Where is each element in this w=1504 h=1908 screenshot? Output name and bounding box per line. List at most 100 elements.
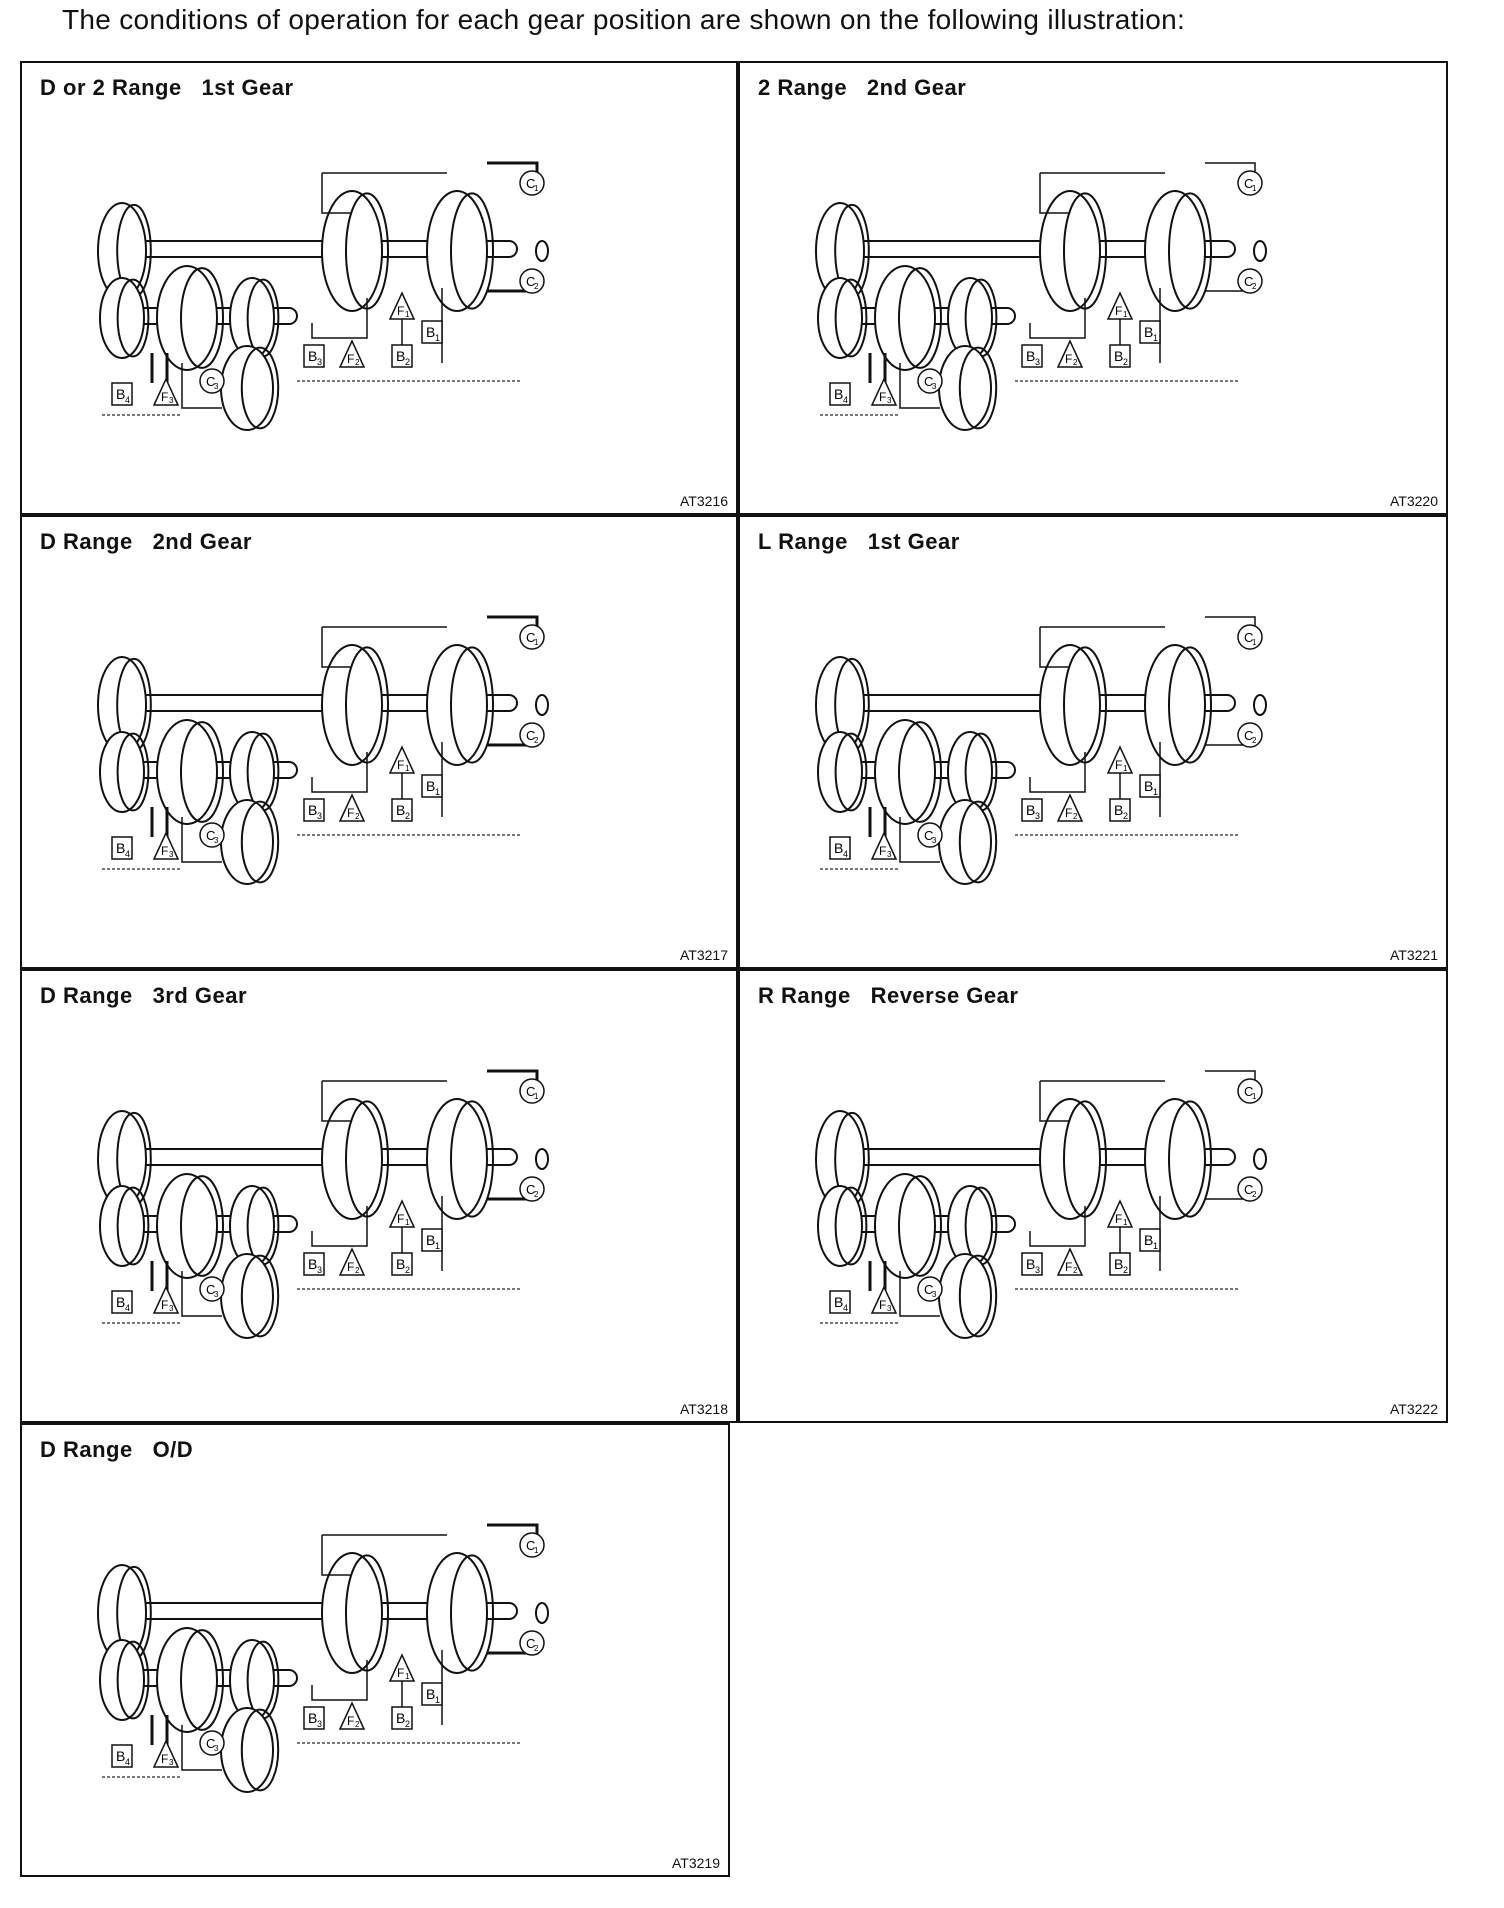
svg-text:B: B: [116, 840, 125, 856]
svg-text:C: C: [526, 1182, 535, 1197]
svg-text:4: 4: [125, 1757, 130, 1767]
overdrive-gear-right: [1144, 644, 1212, 766]
svg-text:1: 1: [435, 333, 440, 343]
svg-text:1: 1: [1153, 1241, 1158, 1251]
figure-code: AT3217: [680, 947, 728, 963]
svg-text:1: 1: [405, 1672, 410, 1681]
planetary-gear-front: [874, 1173, 942, 1279]
clutch-c1-label: C1: [519, 1532, 545, 1558]
svg-text:4: 4: [125, 849, 130, 859]
svg-text:C: C: [206, 1282, 215, 1297]
svg-text:3: 3: [887, 396, 892, 405]
gear-bottom: [220, 799, 280, 885]
svg-text:3: 3: [932, 1290, 937, 1299]
clutch-c1-label: C1: [519, 1078, 545, 1104]
svg-text:F: F: [347, 1260, 354, 1274]
panel-title: 2 Range 2nd Gear: [758, 75, 967, 100]
clutch-c3-label: C3: [199, 1276, 225, 1302]
planetary-gear-center: [321, 1098, 389, 1220]
planetary-gear-center: [321, 644, 389, 766]
overdrive-gear-right: [1144, 190, 1212, 312]
figure-code: AT3222: [1390, 1401, 1438, 1417]
svg-text:2: 2: [1252, 736, 1257, 745]
gear-lower-mid: [229, 1639, 280, 1721]
panel-title: D or 2 Range 1st Gear: [40, 75, 294, 100]
output-shaft-end: [1253, 694, 1267, 716]
svg-text:1: 1: [1153, 787, 1158, 797]
clutch-c1-label: C1: [1237, 624, 1263, 650]
svg-text:F: F: [161, 1752, 168, 1766]
planetary-gear-front: [874, 719, 942, 825]
svg-text:C: C: [526, 1084, 535, 1099]
output-shaft-end: [535, 1602, 549, 1624]
svg-text:1: 1: [405, 764, 410, 773]
svg-text:2: 2: [405, 811, 410, 821]
svg-text:1: 1: [1123, 764, 1128, 773]
svg-text:3: 3: [214, 1290, 219, 1299]
svg-text:3: 3: [317, 1265, 322, 1275]
clutch-c2-label: C2: [1237, 722, 1263, 748]
overdrive-gear-right: [1144, 1098, 1212, 1220]
planetary-gear-center: [321, 190, 389, 312]
gear-lower-mid: [229, 731, 280, 813]
svg-text:B: B: [1144, 778, 1153, 794]
svg-text:B: B: [1114, 1256, 1123, 1272]
svg-text:3: 3: [317, 1719, 322, 1729]
svg-text:F: F: [397, 1212, 404, 1226]
clutch-c3-label: C3: [917, 822, 943, 848]
overdrive-gear-right: [426, 644, 494, 766]
clutch-c1-label: C1: [519, 624, 545, 650]
svg-text:3: 3: [169, 1758, 174, 1767]
planetary-gear-center: [1039, 1098, 1107, 1220]
svg-text:2: 2: [1252, 282, 1257, 291]
svg-text:1: 1: [534, 638, 539, 647]
gear-bottom: [938, 799, 998, 885]
svg-text:3: 3: [317, 357, 322, 367]
figure-code: AT3218: [680, 1401, 728, 1417]
svg-text:F: F: [879, 390, 886, 404]
svg-text:B: B: [116, 386, 125, 402]
svg-text:C: C: [1244, 1084, 1253, 1099]
clutch-c2-label: C2: [519, 1630, 545, 1656]
clutch-c2-label: C2: [519, 722, 545, 748]
svg-text:F: F: [1115, 758, 1122, 772]
planetary-gear-center: [1039, 644, 1107, 766]
svg-text:F: F: [1115, 1212, 1122, 1226]
svg-text:C: C: [206, 828, 215, 843]
svg-text:2: 2: [534, 1190, 539, 1199]
svg-text:3: 3: [932, 836, 937, 845]
svg-text:2: 2: [355, 358, 360, 367]
svg-text:C: C: [206, 374, 215, 389]
svg-text:B: B: [834, 1294, 843, 1310]
overdrive-gear-right: [426, 1098, 494, 1220]
clutch-c2-label: C2: [1237, 268, 1263, 294]
panel-title: D Range 2nd Gear: [40, 529, 252, 554]
svg-text:1: 1: [435, 787, 440, 797]
figure-code: AT3221: [1390, 947, 1438, 963]
svg-text:3: 3: [1035, 357, 1040, 367]
svg-text:2: 2: [1123, 357, 1128, 367]
gear-lower-mid: [229, 277, 280, 359]
